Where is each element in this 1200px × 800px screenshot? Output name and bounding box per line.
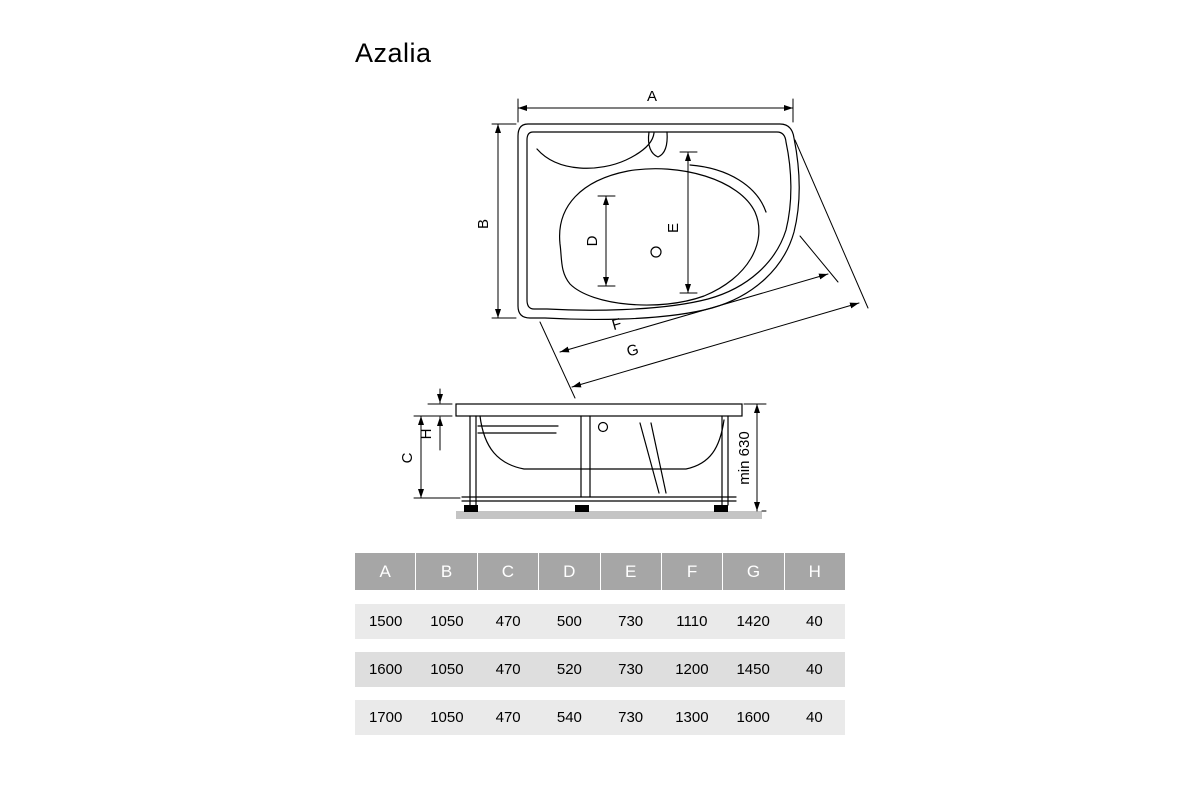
dim-label-g: G (625, 341, 641, 361)
table-cell: 520 (556, 661, 582, 678)
dimension-a: A (517, 88, 794, 123)
table-header-cell-b: B (415, 553, 476, 590)
side-view: H C min 630 (399, 388, 767, 519)
table-cell: 1200 (675, 661, 709, 678)
table-row-1500: 1500 1050 470 500 730 1110 1420 40 (355, 604, 845, 639)
table-cell: 40 (806, 661, 823, 678)
headrest-contour (536, 132, 655, 169)
page-title: Azalia (355, 38, 432, 68)
table-header-cell-a: A (379, 561, 391, 581)
table-cell: 1600 (368, 661, 403, 678)
table-header-row: A B C D E F G H (355, 553, 845, 590)
table-header-cell-h: H (783, 553, 845, 590)
dimension-min-height: min 630 (736, 403, 767, 512)
tub-outer-rim (517, 123, 800, 320)
table-header-cell-g: G (722, 553, 783, 590)
dimension-f-g: F G (539, 139, 869, 399)
drain-pipe-1 (639, 422, 660, 494)
ground-strip (456, 511, 762, 519)
foot-right (714, 505, 728, 512)
bowl-section (479, 415, 725, 470)
table-cell: 730 (618, 613, 644, 630)
table-cell: 730 (618, 661, 644, 678)
table-cell: 1300 (675, 709, 709, 726)
dim-label-h: H (418, 429, 435, 440)
top-view: A B D E F (475, 88, 869, 399)
table-header-cell-e: E (599, 553, 661, 590)
tub-inner-rim (526, 131, 792, 311)
shelf-contour (689, 164, 767, 213)
table-row-1600: 1600 1050 470 520 730 1200 1450 40 (355, 652, 845, 687)
drain-pipe-2 (650, 422, 667, 494)
drain-icon (650, 246, 662, 258)
table-cell: 1050 (430, 613, 464, 630)
table-cell: 540 (556, 709, 582, 726)
dimension-d: D (584, 195, 616, 287)
dimension-b: B (475, 123, 517, 319)
table-cell: 1600 (736, 709, 770, 726)
dim-label-a: A (647, 88, 657, 105)
overflow-icon (597, 421, 609, 433)
dimension-h: H (413, 388, 453, 451)
table-cell: 470 (495, 613, 521, 630)
foot-middle (575, 505, 589, 512)
rim-slab (455, 403, 743, 417)
dim-label-b: B (475, 219, 492, 229)
table-cell: 1050 (430, 709, 464, 726)
dim-label-c: C (399, 452, 416, 463)
dim-label-e: E (665, 223, 682, 233)
table-cell: 1700 (368, 709, 403, 726)
table-cell: 470 (495, 709, 521, 726)
table-cell: 1500 (368, 613, 403, 630)
table-cell: 1050 (430, 661, 464, 678)
dim-label-d: D (584, 235, 601, 246)
table-cell: 1450 (736, 661, 770, 678)
table-cell: 730 (618, 709, 644, 726)
dim-label-f: F (610, 315, 624, 334)
table-cell: 1420 (736, 613, 770, 630)
table-cell: 470 (495, 661, 521, 678)
table-header-cell-c: C (476, 553, 538, 590)
faucet-notch (647, 131, 668, 158)
table-row-1700: 1700 1050 470 540 730 1300 1600 40 (355, 700, 845, 735)
table-cell: 40 (806, 613, 823, 630)
table-header-cell-f: F (660, 553, 722, 590)
foot-left (464, 505, 478, 512)
dimensions-table: A B C D E F G H 1500 1050 470 500 730 11… (355, 553, 845, 748)
dim-label-min-630: min 630 (736, 431, 753, 484)
table-header-cell-d: D (538, 553, 599, 590)
table-cell: 1110 (676, 613, 708, 630)
table-cell: 500 (556, 613, 582, 630)
dimension-c: C (399, 415, 461, 499)
table-cell: 40 (806, 709, 823, 726)
